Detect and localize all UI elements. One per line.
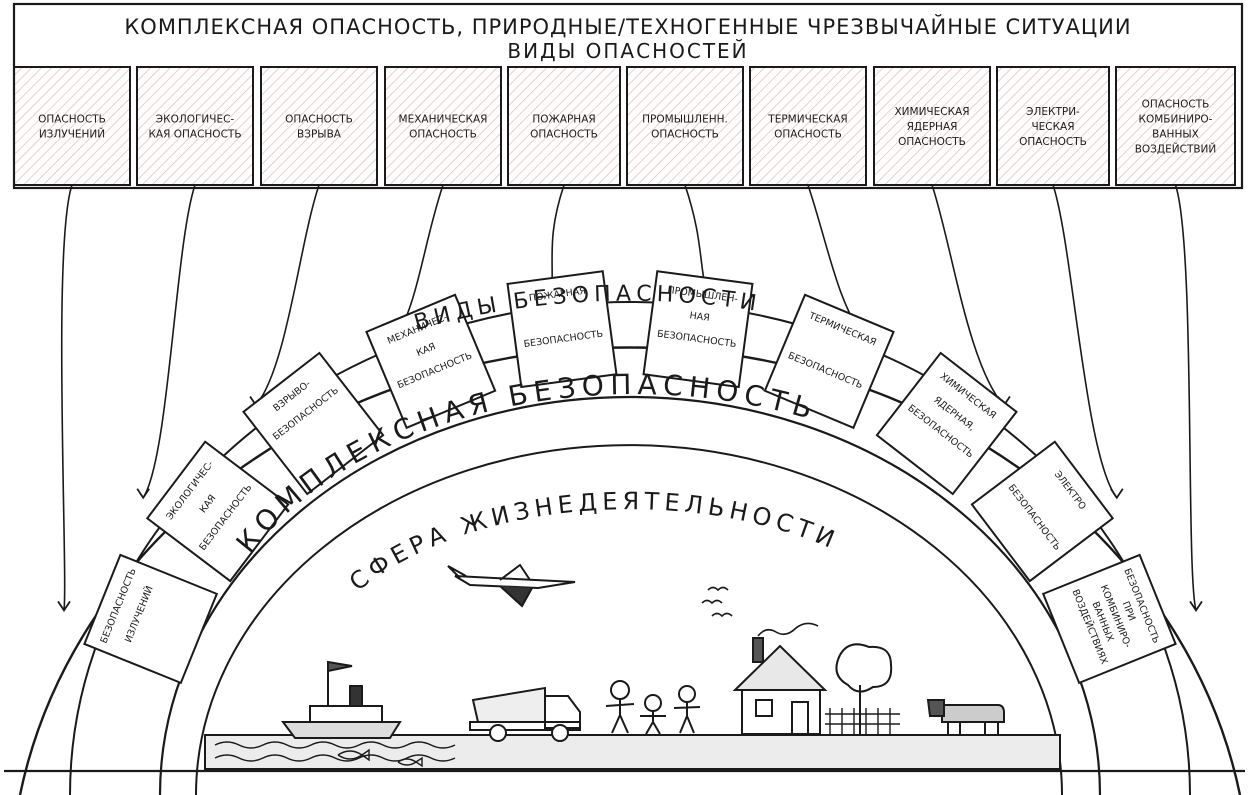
hazard-label: ОПАСНОСТЬ: [1019, 136, 1087, 148]
ship-icon: [281, 660, 402, 739]
fence-icon: [825, 708, 900, 734]
hazard-label: ЧЕСКАЯ: [1031, 121, 1074, 133]
arrow-icon: [1189, 600, 1203, 613]
hazard-label: ХИМИЧЕСКАЯ: [894, 106, 969, 118]
safety-label: НАЯ: [689, 310, 711, 324]
hazard-box: ПРОМЫШЛЕНН. ОПАСНОСТЬ: [626, 66, 744, 186]
hazard-label: ИЗЛУЧЕНИЙ: [39, 128, 105, 141]
arrow-icon: [136, 488, 150, 500]
hazard-label: КАЯ ОПАСНОСТЬ: [148, 129, 241, 141]
header-subtitle: ВИДЫ ОПАСНОСТЕЙ: [507, 39, 748, 63]
inner-arc-label: СФЕРА ЖИЗНЕДЕЯТЕЛЬНОСТИ: [344, 487, 843, 596]
hazard-box: ТЕРМИЧЕСКАЯ ОПАСНОСТЬ: [749, 66, 867, 186]
arrow-icon: [57, 600, 71, 613]
hazard-label: ОПАСНОСТЬ: [898, 136, 966, 148]
hazard-box: ОПАСНОСТЬ КОМБИНИРО- ВАННЫХ ВОЗДЕЙСТВИЙ: [1115, 66, 1236, 186]
hazard-box: ЭЛЕКТРИ- ЧЕСКАЯ ОПАСНОСТЬ: [996, 66, 1110, 186]
cow-icon: [926, 699, 1005, 734]
middle-arc: [69, 301, 1191, 795]
connector-line: [1052, 184, 1118, 499]
hazard-label: КОМБИНИРО-: [1139, 114, 1213, 126]
hazard-label: ЯДЕРНАЯ: [907, 121, 958, 133]
hazard-label: ВЗРЫВА: [297, 129, 342, 141]
tree-icon: [835, 643, 893, 734]
fish-icon-2: [397, 756, 423, 768]
inner-arc-1: [158, 395, 1102, 795]
hazard-label: МЕХАНИЧЕСКАЯ: [399, 114, 488, 126]
hazard-label: ПОЖАРНАЯ: [532, 114, 595, 126]
connector-line: [1174, 184, 1197, 611]
hazard-label: ВАННЫХ: [1152, 129, 1199, 141]
ground-scene: [4, 734, 1245, 773]
ground-strip: [204, 734, 1061, 770]
hazard-boxes: ОПАСНОСТЬ ИЗЛУЧЕНИЙ ЭКОЛОГИЧЕС- КАЯ ОПАСНОС…: [13, 66, 1236, 186]
hazard-label: ПРОМЫШЛЕНН.: [642, 114, 728, 126]
hazard-box: ОПАСНОСТЬ ИЗЛУЧЕНИЙ: [13, 66, 131, 186]
connector-line: [142, 184, 196, 499]
hazard-label: ОПАСНОСТЬ: [530, 129, 598, 141]
safety-boxes: БЕЗОПАСНОСТЬИЗЛУЧЕНИЙЭКОЛОГИЧЕС-КАЯБЕЗОП…: [83, 270, 1177, 685]
water: [214, 741, 456, 749]
hazard-label: ВОЗДЕЙСТВИЙ: [1135, 143, 1217, 156]
arrow-icon: [1110, 488, 1124, 500]
hazard-box: ЭКОЛОГИЧЕС- КАЯ ОПАСНОСТЬ: [136, 66, 254, 186]
water-2: [214, 754, 456, 762]
hazard-box: ПОЖАРНАЯ ОПАСНОСТЬ: [507, 66, 621, 186]
fish-icon: [337, 748, 370, 762]
hazard-label: ОПАСНОСТЬ: [38, 114, 106, 126]
hazard-label: ОПАСНОСТЬ: [774, 129, 842, 141]
inner-arc-2: [195, 444, 1063, 795]
house-icon: [732, 622, 828, 735]
safety-box: БЕЗОПАСНОСТЬПРИКОМБИНИРО-ВАННЫХВОЗДЕЙСТВ…: [1041, 553, 1177, 685]
connector-line: [60, 184, 73, 611]
inner-arc-label-path: СФЕРА ЖИЗНЕДЕЯТЕЛЬНОСТИ: [344, 487, 838, 596]
connector-line: [255, 184, 320, 406]
truck-icon: [469, 686, 581, 742]
hazard-label: ЭКОЛОГИЧЕС-: [156, 114, 235, 126]
birds-icon: [701, 586, 733, 618]
hazard-label: ЭЛЕКТРИ-: [1026, 106, 1080, 118]
hazard-label: ОПАСНОСТЬ: [285, 114, 353, 126]
safety-box: ВЗРЫВО-БЕЗОПАСНОСТЬ: [242, 351, 385, 496]
hazard-box: ОПАСНОСТЬ ВЗРЫВА: [260, 66, 378, 186]
hazard-label: ОПАСНОСТЬ: [651, 129, 719, 141]
header-title: КОМПЛЕКСНАЯ ОПАСНОСТЬ, ПРИРОДНЫЕ/ТЕХНОГЕ…: [124, 14, 1131, 39]
hazard-label: ОПАСНОСТЬ: [409, 129, 477, 141]
airplane-icon: [447, 563, 576, 608]
hazard-box: ХИМИЧЕСКАЯ ЯДЕРНАЯ ОПАСНОСТЬ: [873, 66, 991, 186]
people-icon: [605, 680, 701, 735]
connector-line: [931, 184, 1005, 407]
hazard-label: ТЕРМИЧЕСКАЯ: [767, 114, 847, 126]
hazard-box: МЕХАНИЧЕСКАЯ ОПАСНОСТЬ: [384, 66, 502, 186]
hazard-label: ОПАСНОСТЬ: [1142, 99, 1210, 111]
